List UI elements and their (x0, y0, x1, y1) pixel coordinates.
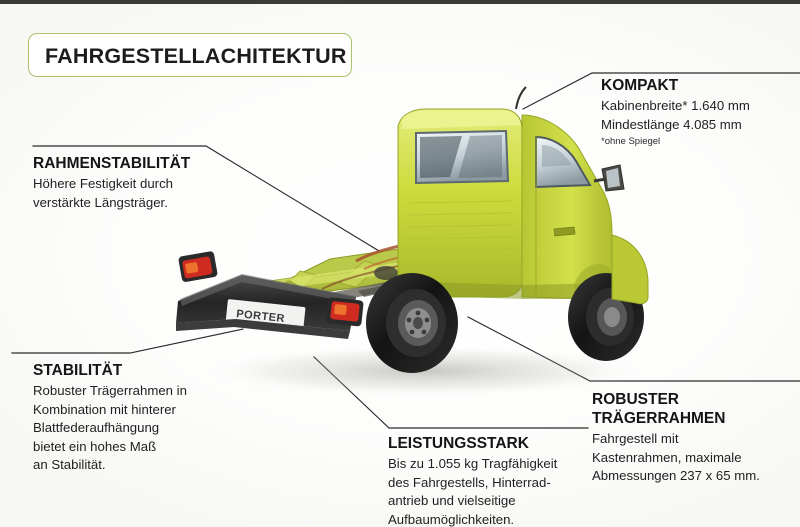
callout-robuster-traegerrahmen-body: Fahrgestell mit Kastenrahmen, maximale A… (592, 431, 760, 483)
page-title: FAHRGESTELLACHITEKTUR (45, 44, 347, 68)
callout-stabilitaet-body: Robuster Trägerrahmen in Kombination mit… (33, 383, 187, 472)
callout-kompakt: KOMPAKT Kabinenbreite* 1.640 mm Mindestl… (601, 76, 800, 148)
callout-kompakt-note: *ohne Spiegel (601, 136, 661, 147)
side-mirror (593, 164, 625, 192)
callout-robuster-traegerrahmen: ROBUSTER TRÄGERRAHMEN Fahrgestell mit Ka… (592, 390, 800, 486)
callout-leistungsstark-heading: LEISTUNGSSTARK (388, 435, 529, 452)
door-handle (553, 226, 576, 237)
callout-stabilitaet-heading: STABILITÄT (33, 362, 123, 379)
tail-light-right (325, 297, 364, 327)
callout-robuster-traegerrahmen-heading: ROBUSTER TRÄGERRAHMEN (592, 391, 726, 427)
vehicle-illustration: PORTER (176, 86, 650, 395)
title-box (28, 33, 352, 77)
tail-light-left (178, 251, 218, 282)
callout-kompakt-body: Kabinenbreite* 1.640 mm Mindestlänge 4.0… (601, 98, 750, 132)
callout-leistungsstark: LEISTUNGSSTARK Bis zu 1.055 kg Tragfähig… (388, 434, 588, 527)
wheel-rear (366, 273, 458, 373)
cab (397, 86, 625, 300)
callout-kompakt-heading: KOMPAKT (601, 77, 679, 94)
callout-rahmenstabilitaet: RAHMENSTABILITÄT Höhere Festigkeit durch… (33, 154, 259, 212)
callout-rahmenstabilitaet-heading: RAHMENSTABILITÄT (33, 155, 191, 172)
callout-stabilitaet: STABILITÄT Robuster Trägerrahmen in Komb… (33, 361, 248, 475)
callout-rahmenstabilitaet-body: Höhere Festigkeit durch verstärkte Längs… (33, 176, 174, 210)
callout-leistungsstark-body: Bis zu 1.055 kg Tragfähigkeit des Fahrge… (388, 456, 558, 527)
rear-bumper-assembly: PORTER (176, 251, 364, 339)
antenna (515, 86, 527, 110)
top-band (0, 0, 800, 4)
